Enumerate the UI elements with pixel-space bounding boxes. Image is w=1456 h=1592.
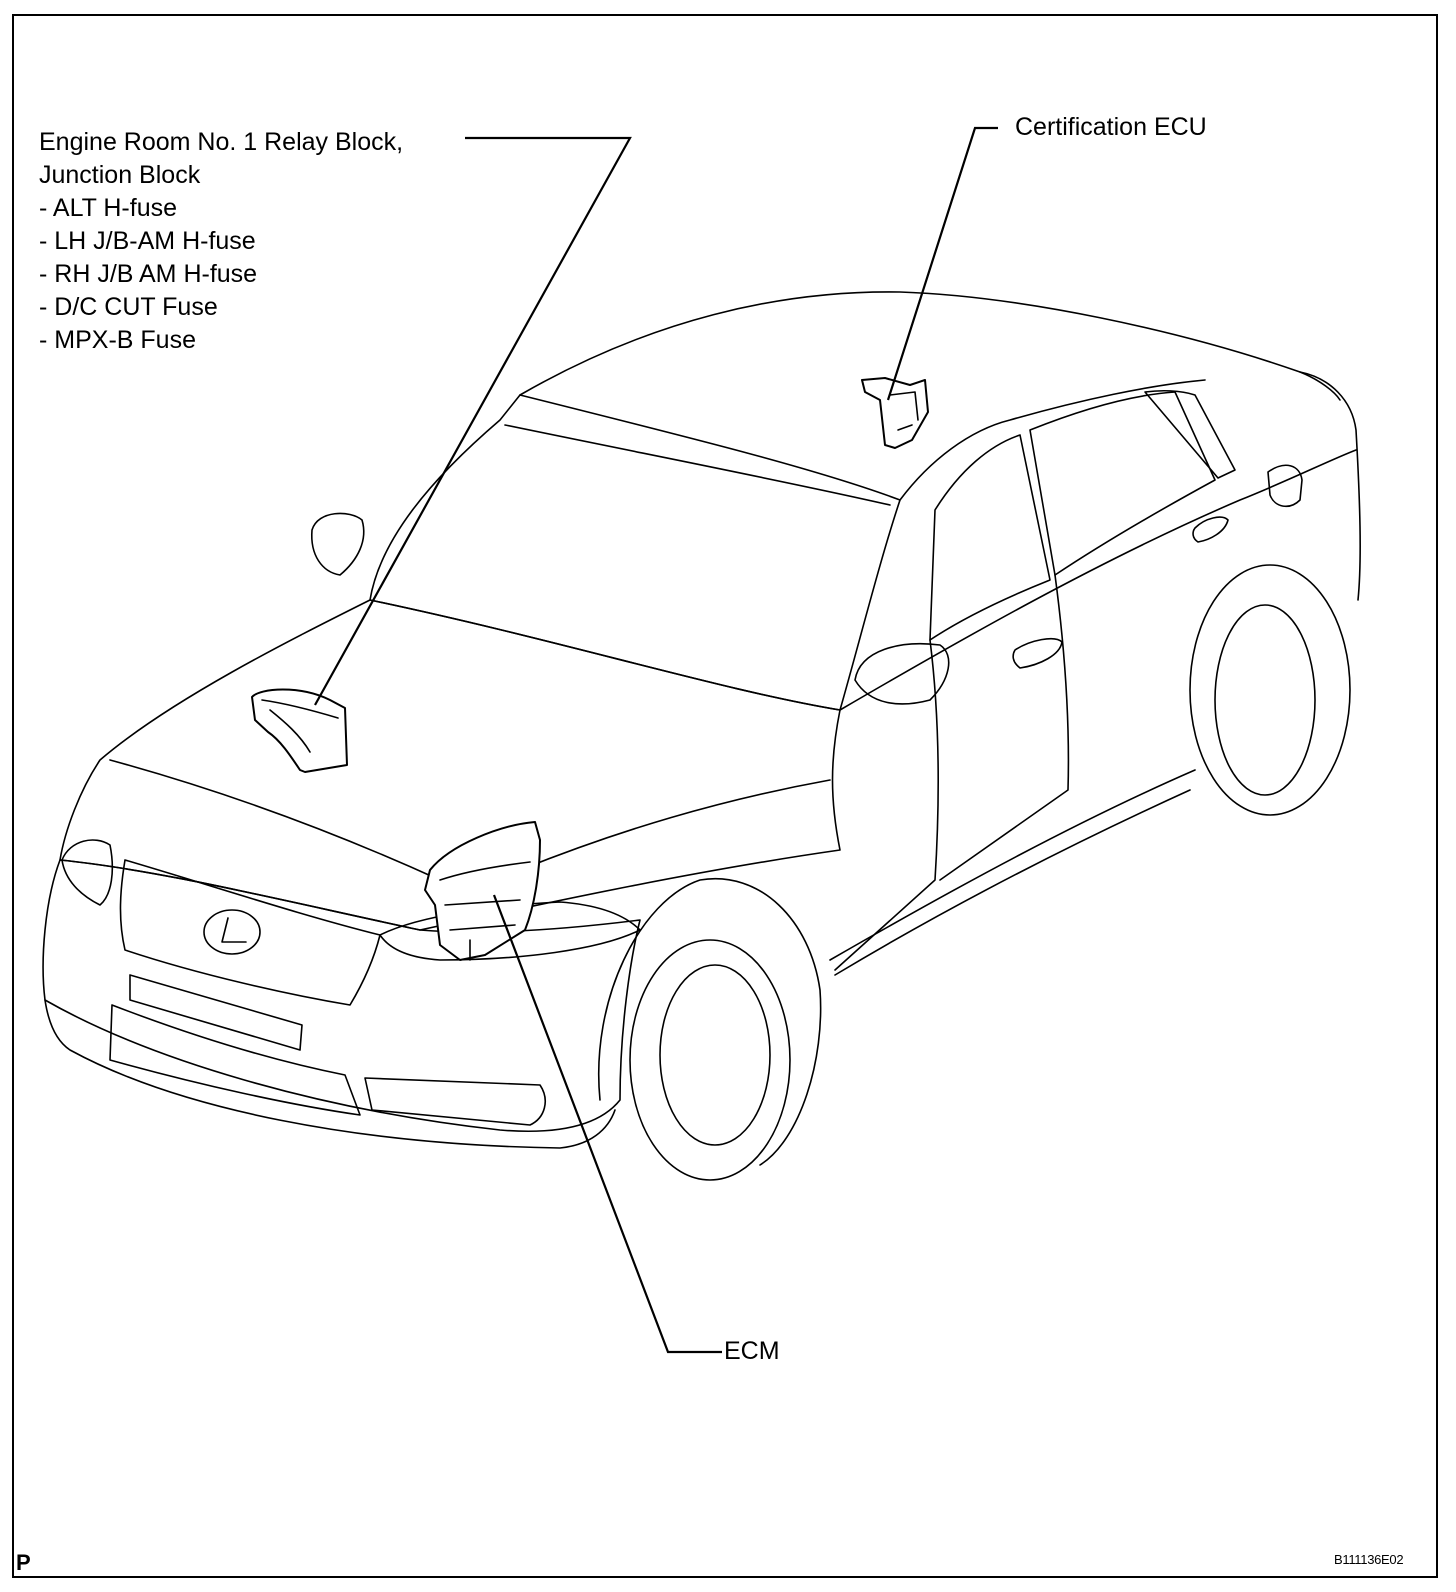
side-window-front bbox=[929, 434, 1051, 641]
hood-crease-right bbox=[519, 779, 831, 871]
ecm-detail bbox=[439, 861, 531, 961]
relay-block-detail bbox=[261, 699, 339, 753]
ecm-label: ECM bbox=[724, 1337, 780, 1365]
a-pillar bbox=[899, 379, 1206, 501]
relay-block-component bbox=[251, 688, 348, 773]
junction-block-title: Junction Block bbox=[39, 161, 201, 189]
car-outline bbox=[42, 291, 1361, 1181]
corner-mark: P bbox=[16, 1550, 31, 1575]
fuse-rh-jb-am: - RH J/B AM H-fuse bbox=[39, 260, 258, 288]
front-wheel-arch bbox=[598, 877, 822, 1166]
fuse-alt: - ALT H-fuse bbox=[39, 194, 178, 222]
front-rim bbox=[659, 964, 771, 1146]
rocker-line-lower bbox=[829, 769, 1196, 961]
side-window-rear bbox=[1029, 391, 1216, 576]
certification-ecu-detail bbox=[889, 391, 919, 431]
bumper-lower-edge bbox=[44, 999, 616, 1149]
beltline bbox=[839, 449, 1357, 711]
fuse-dc-cut: - D/C CUT Fuse bbox=[39, 293, 218, 321]
fog-lamp bbox=[364, 1077, 546, 1126]
car-roof bbox=[519, 291, 1341, 401]
front-tire bbox=[629, 939, 791, 1181]
ecm-component bbox=[424, 821, 541, 961]
left-mirror bbox=[311, 512, 365, 576]
figure-code: B111136E02 bbox=[1334, 1552, 1404, 1567]
license-plate-area bbox=[129, 974, 303, 1051]
car-roof-rear bbox=[1299, 371, 1361, 601]
certification-ecu-leader bbox=[886, 126, 998, 401]
hood-crease bbox=[109, 759, 441, 881]
ecm-leader bbox=[492, 894, 722, 1354]
front-door bbox=[834, 639, 940, 971]
left-headlamp bbox=[61, 839, 114, 906]
relay-block-callout: Engine Room No. 1 Relay Block, Junction … bbox=[39, 126, 403, 357]
door-handle-rear bbox=[1192, 516, 1229, 543]
grille bbox=[119, 859, 381, 1006]
certification-ecu-component bbox=[861, 377, 929, 449]
lexus-emblem bbox=[203, 909, 261, 955]
fuse-mpx-b: - MPX-B Fuse bbox=[39, 326, 196, 354]
door-handle-front bbox=[1012, 638, 1063, 669]
rear-quarter-window bbox=[1144, 389, 1236, 479]
rear-wheel-arch bbox=[1189, 564, 1351, 816]
front-fascia bbox=[42, 859, 641, 1133]
fuel-door bbox=[1267, 464, 1303, 508]
certification-ecu-label: Certification ECU bbox=[1015, 113, 1207, 141]
fuse-lh-jb-am: - LH J/B-AM H-fuse bbox=[39, 227, 256, 255]
relay-block-title: Engine Room No. 1 Relay Block, bbox=[39, 128, 404, 156]
emblem-l bbox=[221, 917, 247, 943]
right-mirror bbox=[854, 642, 950, 705]
rocker-line bbox=[834, 789, 1191, 976]
figure-frame bbox=[12, 14, 1438, 1578]
rear-door bbox=[939, 574, 1070, 881]
relay-block-leader bbox=[314, 136, 632, 706]
windshield-top-line bbox=[504, 424, 891, 506]
rear-tire bbox=[1214, 604, 1316, 796]
lower-intake bbox=[109, 1004, 361, 1116]
